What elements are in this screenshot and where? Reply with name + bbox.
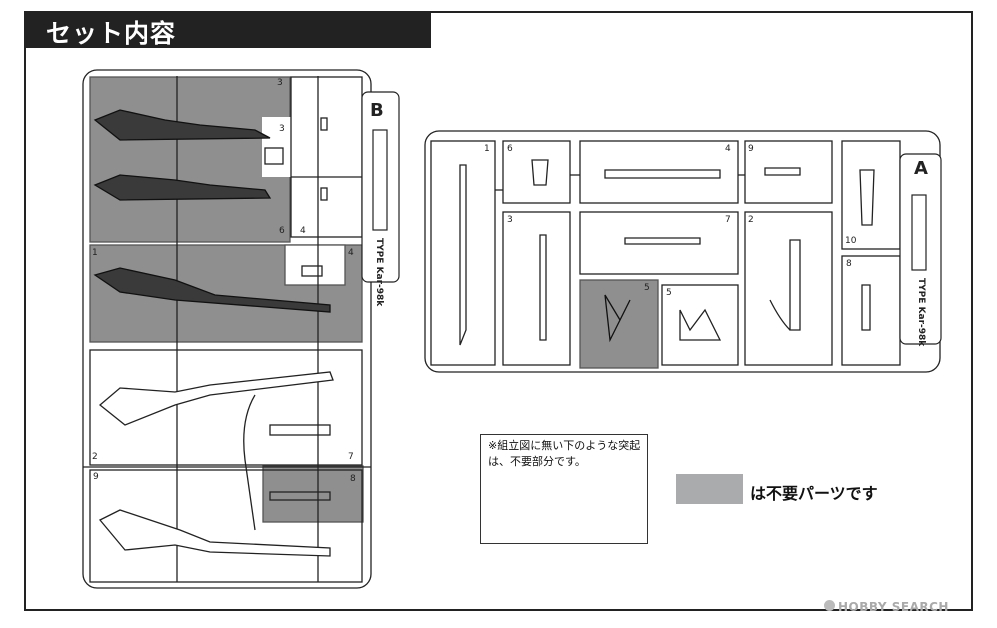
runner-b-shade-small [262, 465, 364, 523]
runner-b-part-number: 1 [92, 248, 98, 258]
runner-b-part-number: 9 [93, 472, 99, 482]
runner-a-type-label: TYPE Kar-98k [916, 278, 926, 347]
runner-b-part-number: 6 [279, 226, 285, 236]
note-text: ※組立図に無い下のような突起は、不要部分です。 [488, 439, 641, 468]
runner-a-part-number: 1 [484, 144, 490, 154]
runner-b-frame [82, 69, 372, 589]
runner-b-type-label: TYPE Kar-98k [374, 238, 384, 307]
note-box [480, 434, 648, 544]
runner-b-letter: B [370, 100, 384, 121]
runner-a-part-number: 8 [846, 259, 852, 269]
runner-a-part-number: 9 [748, 144, 754, 154]
runner-a-part-number: 2 [748, 215, 754, 225]
runner-b-part-number: 3 [277, 78, 283, 88]
runner-a-shade [579, 279, 659, 369]
runner-b-part-number: 4 [348, 248, 354, 258]
runner-a-part-number: 3 [507, 215, 513, 225]
runner-b-cell-2 [89, 349, 363, 466]
runner-b-barcode [372, 129, 388, 231]
runner-b-part-number: 7 [348, 452, 354, 462]
watermark: HOBBY SEARCH [838, 600, 949, 614]
runner-b-part-number: 8 [350, 474, 356, 484]
runner-b-shade-top [89, 76, 291, 243]
runner-a-part-number: 5 [644, 283, 650, 293]
runner-b-part-number: 4 [300, 226, 306, 236]
runner-b-cell-parts [290, 76, 363, 238]
legend-text: は不要パーツです [750, 484, 878, 503]
runner-a-part-number: 4 [725, 144, 731, 154]
page-title: セット内容 [46, 19, 177, 48]
runner-b-part-number: 2 [92, 452, 98, 462]
runner-a-part-number: 6 [507, 144, 513, 154]
runner-a-letter: A [914, 158, 928, 179]
runner-b-part-number: 3 [279, 124, 285, 134]
runner-a-part-number: 10 [845, 236, 857, 246]
runner-a-barcode [911, 194, 927, 271]
runner-a-frame [424, 130, 941, 373]
hobby-search-logo-icon [824, 600, 835, 611]
runner-a-part-number: 5 [666, 288, 672, 298]
runner-b-cell-9 [89, 469, 363, 583]
runner-a-part-number: 7 [725, 215, 731, 225]
legend-swatch [676, 474, 743, 504]
content-frame [24, 11, 973, 611]
runner-a-tab [899, 153, 942, 345]
runner-a-cell-1 [430, 140, 496, 366]
title-bar [24, 11, 431, 48]
runner-b-tab [361, 91, 400, 283]
